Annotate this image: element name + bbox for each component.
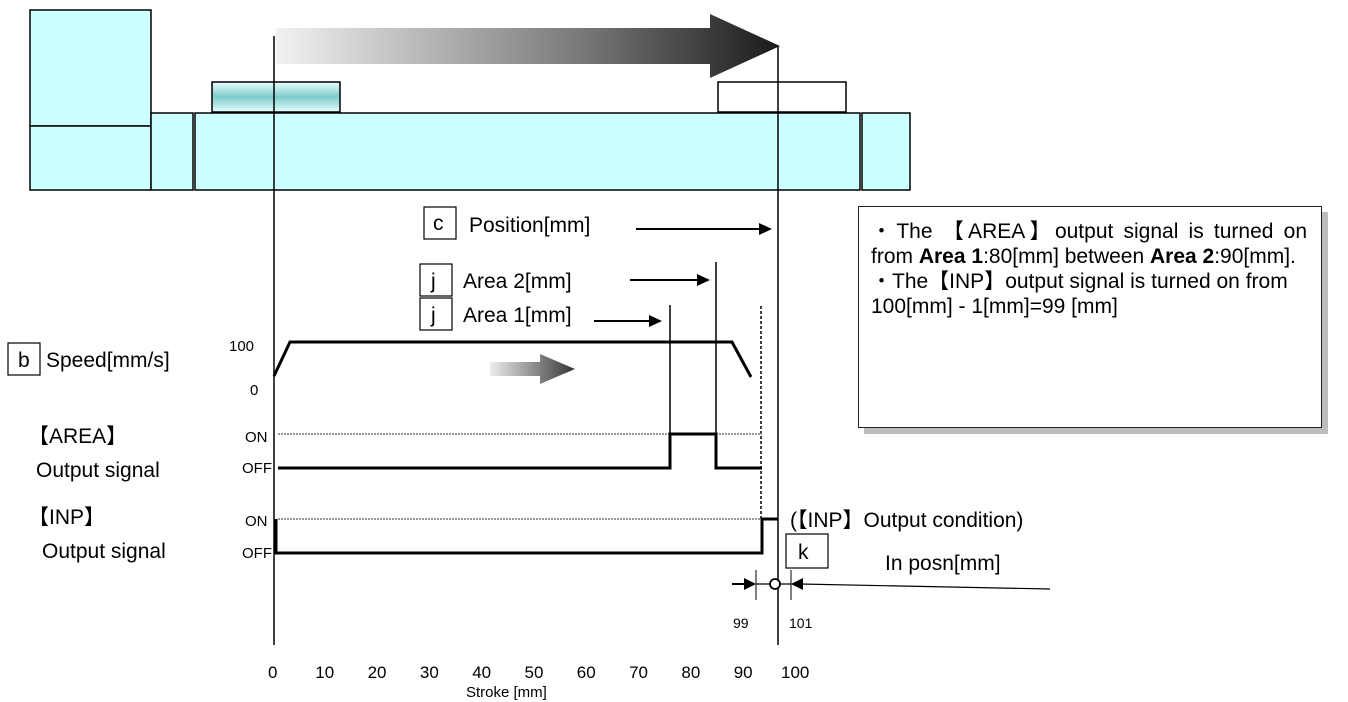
axis-tick-80: 80 [681,663,700,682]
slider-end [717,81,847,113]
speed-code-box [7,342,41,376]
axis-tick-70: 70 [629,663,648,682]
position-code-box [423,206,457,240]
inp-signal-sub: Output signal [42,540,166,563]
area-signal-title: 【AREA】 [28,425,127,448]
axis-tick-30: 30 [420,663,439,682]
position-code: c [433,212,444,235]
inposn-code: k [798,541,809,564]
note-line-3: 100[mm] - 1[mm]=99 [mm] [871,295,1118,318]
motion-arrow [276,14,780,78]
axis-tick-50: 50 [525,663,544,682]
area-on-label: ON [245,429,268,446]
axis-tick-100: 100 [781,663,809,682]
axis-tick-10: 10 [315,663,334,682]
inposn-code-box [785,533,829,569]
inp-condition-label: (【INP】Output condition) [790,509,1023,532]
speed-direction-arrow [490,354,575,384]
mark-101: 101 [789,615,813,631]
mark-99: 99 [733,615,749,631]
slider-start [211,81,341,113]
area2-arrowhead [697,274,710,286]
inposn-label: In posn[mm] [885,552,1001,575]
end-cap-right [861,112,911,191]
area-off-label: OFF [242,460,272,477]
position-label: Position[mm] [469,214,590,237]
speed-code: b [18,349,30,372]
axis-tick-40: 40 [472,663,491,682]
inp-on-label: ON [245,513,268,530]
speed-profile [272,340,753,378]
note-line-2: ・The【INP】output signal is turned on from [871,270,1288,293]
note-line-1: ・The 【AREA】output signal is turned on fr… [871,220,1307,268]
axis-tick-20: 20 [368,663,387,682]
axis-title: Stroke [mm] [466,684,547,701]
end-cap-left [150,112,194,191]
inp-signal-title: 【INP】 [28,506,105,529]
tol-arrowhead-left [744,578,756,590]
note-box: ・The 【AREA】output signal is turned on fr… [858,206,1322,428]
area-signal-trace [278,432,762,470]
inp-off-label: OFF [242,545,272,562]
actuator-body [194,112,861,191]
axis-tick-0: 0 [268,663,277,682]
motor-block-bottom [29,125,152,191]
area1-code-box [419,297,453,331]
area2-label: Area 2[mm] [463,270,572,293]
area1-code: j [430,304,436,327]
speed-100: 100 [229,338,254,355]
tol-leader [799,583,1051,590]
axis-tick-60: 60 [577,663,596,682]
speed-label: Speed[mm/s] [46,349,170,372]
area2-code: j [430,270,436,293]
axis-tick-90: 90 [734,663,753,682]
actuator [29,9,911,191]
area-signal-sub: Output signal [36,459,160,482]
inp-signal-trace [274,517,778,555]
area1-label: Area 1[mm] [463,304,572,327]
target-point [769,578,781,590]
position-arrowhead [759,223,772,235]
stroke-axis: 0 10 20 30 40 50 60 70 80 90 100 [268,663,809,682]
area2-code-box [419,263,453,297]
area1-arrowhead [649,315,662,327]
speed-0: 0 [250,382,258,399]
tol-arrowhead-right [791,578,803,590]
motor-block-top [29,9,152,127]
